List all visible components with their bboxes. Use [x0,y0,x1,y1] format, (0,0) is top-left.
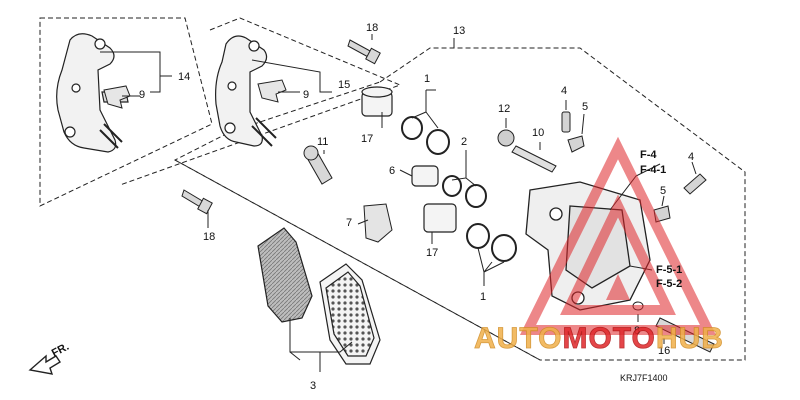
pad-group-outline [174,159,541,361]
bolt-18-top [347,39,381,65]
watermark-hub: HUB [656,322,724,355]
callout-5-left: 5 [582,101,588,113]
callout-6: 6 [389,165,395,177]
callout-10: 10 [532,127,544,139]
group-label-f5-1: F-5-1 [656,264,682,276]
piston-17-top [361,86,393,117]
slide-pin-11 [303,145,333,185]
callout-7: 7 [346,217,352,229]
callout-9b: 9 [303,89,309,101]
callout-4-left: 4 [561,85,567,97]
callout-16: 16 [658,345,670,357]
pad-spring-9b [257,79,287,103]
callout-5-right: 5 [660,185,666,197]
brake-pad-left [257,227,313,323]
watermark-auto: AUTO [474,322,562,355]
callout-1-top: 1 [424,73,430,85]
callout-2: 2 [461,136,467,148]
caliper-bracket-15 [215,35,277,147]
callout-15: 15 [338,79,350,91]
front-direction-arrow: FR. [28,341,71,375]
plug-5-left [567,135,585,153]
watermark-moto: MOTO [562,322,655,355]
bleeder-screw-4-right [683,173,707,195]
callout-1-bottom: 1 [480,291,486,303]
bolt-18-bottom [181,189,213,215]
group-label-f4: F-4 [640,149,657,161]
bracket-15-outline [119,17,402,186]
callout-18-top: 18 [366,22,378,34]
bracket-14-outline [39,17,213,207]
watermark-triangle-logo [519,136,717,335]
callout-labels: 14 9 15 9 18 13 1 17 12 10 4 5 2 11 6 7 … [139,22,694,392]
pad-pin-10 [511,145,557,173]
pad-clip-7 [363,203,393,243]
callout-11: 11 [317,136,328,148]
caliper-assembly-outline [173,47,746,361]
callout-17-top: 17 [361,133,373,145]
group-label-f5-2: F-5-2 [656,278,682,290]
callout-4-right: 4 [688,151,694,163]
seal-1-top [401,116,450,155]
piston-6 [411,165,439,187]
seal-2 [442,175,487,208]
callout-3: 3 [310,380,316,392]
callout-13: 13 [453,25,465,37]
callout-12: 12 [498,103,510,115]
callout-18-bottom: 18 [203,231,215,243]
callout-9a: 9 [139,89,145,101]
callout-8: 8 [634,325,640,337]
front-label: FR. [50,341,71,360]
pad-spring-9a [103,85,131,109]
brake-pad-right [319,263,381,365]
group-label-f4-1: F-4-1 [640,164,666,176]
piston-17-bottom [423,203,457,233]
bleeder-cap-12 [497,129,515,147]
svg-text:AUTOMOTOHUB: AUTOMOTOHUB [474,322,724,355]
bleeder-screw-4-left [561,111,571,133]
callout-14: 14 [178,71,190,83]
diagram-code: KRJ7F1400 [620,373,668,383]
watermark-text: AUTOMOTOHUB [474,322,724,356]
seal-1-bottom [466,223,517,262]
callout-17-bottom: 17 [426,247,438,259]
